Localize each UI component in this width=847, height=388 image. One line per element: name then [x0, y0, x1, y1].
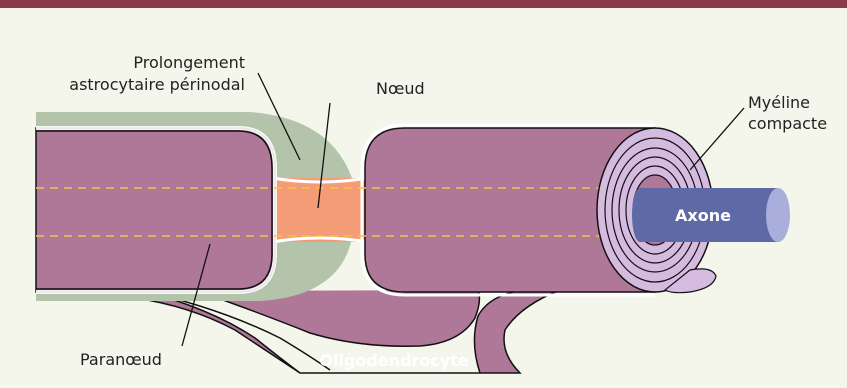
axon-cut: [632, 188, 648, 242]
axon-tip: [766, 188, 790, 242]
label-myeline-2: compacte: [748, 114, 827, 133]
label-paranoeud: Paranœud: [80, 350, 162, 369]
diagram-canvas: Prolongement astrocytaire périnodal Nœud…: [0, 8, 847, 388]
pointer-myeline: [690, 108, 744, 170]
label-prolongement-2: astrocytaire périnodal: [69, 75, 245, 94]
label-axone: Axone: [675, 206, 731, 225]
label-noeud: Nœud: [376, 79, 425, 98]
label-myeline-1: Myéline: [748, 93, 810, 112]
left-internode: [36, 128, 275, 292]
label-oligodendrocyte: Oligodendrocyte: [319, 351, 469, 370]
label-prolongement-1: Prolongement: [133, 53, 245, 72]
